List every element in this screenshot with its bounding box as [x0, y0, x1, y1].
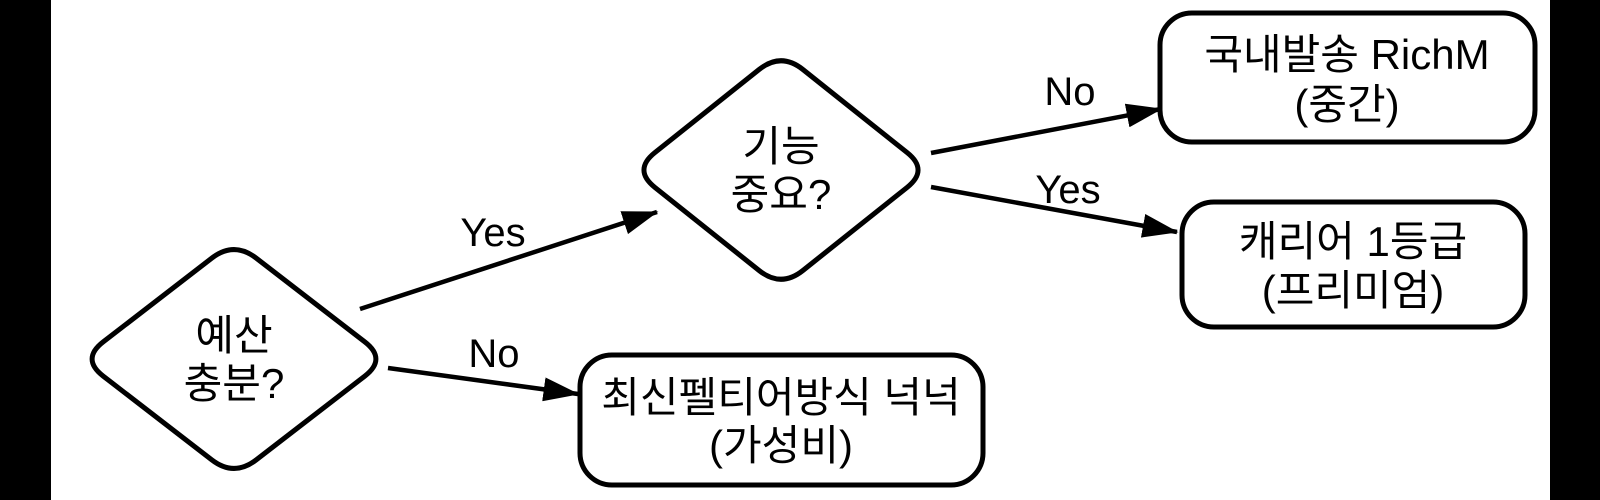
edge-labels-group: Yes No No Yes	[460, 70, 1100, 376]
node-budget-label-line1: 예산	[195, 312, 272, 359]
left-frame-bar	[0, 0, 51, 500]
node-domestic-label-line1: 국내발송 RichM	[1204, 31, 1489, 78]
node-carrier-label-line1: 캐리어 1등급	[1239, 218, 1467, 265]
node-feature-label-line2: 중요?	[731, 171, 832, 218]
edge-feature-yes	[930, 184, 1179, 238]
node-budget-diamond	[89, 247, 379, 471]
edge-feature-no	[930, 103, 1163, 156]
node-domestic-label-line2: (중간)	[1294, 81, 1399, 128]
edge-label-budget-no: No	[468, 332, 519, 376]
edge-label-budget-yes: Yes	[460, 211, 525, 255]
edge-label-feature-yes: Yes	[1035, 168, 1100, 212]
node-domestic-box	[1157, 10, 1538, 145]
right-frame-bar	[1550, 0, 1600, 500]
edge-budget-yes	[359, 209, 659, 312]
node-feature-label-line1: 기능	[742, 123, 819, 170]
node-budget-label-line2: 충분?	[184, 360, 285, 407]
node-peltier-box	[577, 352, 986, 488]
nodes-group: 예산 충분? 기능 중요? 국내발송 RichM (중간) 캐리어 1등급 (프…	[89, 10, 1538, 488]
node-feature-diamond	[641, 58, 921, 282]
edges-group	[359, 103, 1179, 402]
edge-budget-no	[387, 365, 580, 402]
node-carrier-box	[1179, 199, 1528, 330]
node-peltier-label-line2: (가성비)	[709, 422, 853, 469]
edge-label-feature-no: No	[1044, 70, 1095, 114]
node-carrier-label-line2: (프리미엄)	[1262, 267, 1445, 314]
node-peltier-label-line1: 최신펠티어방식 넉넉	[601, 374, 960, 421]
